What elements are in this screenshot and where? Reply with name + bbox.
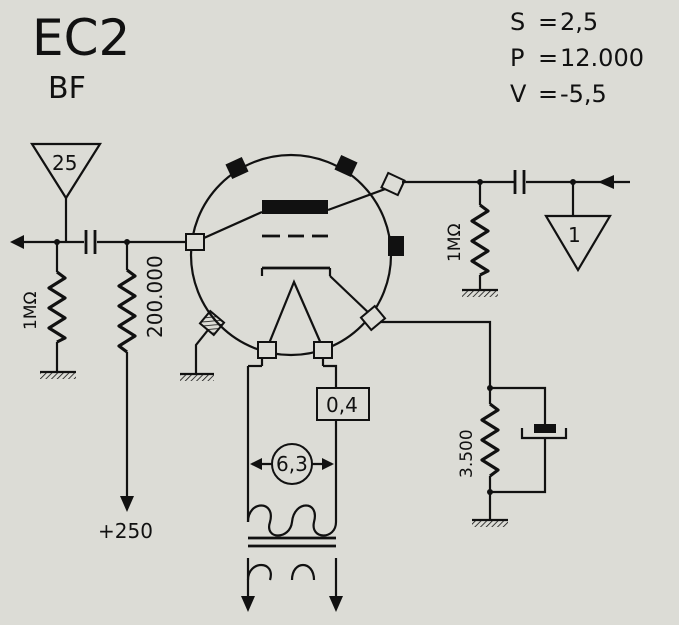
pin-heater-2	[313, 341, 333, 359]
shield-block-side	[388, 236, 404, 256]
tube-pins	[185, 171, 406, 359]
pin-cathode	[359, 304, 387, 332]
ground-icon	[180, 374, 214, 381]
shield-block-right	[334, 154, 358, 178]
param-symbol-v: V	[510, 80, 527, 108]
param-eq-v: =	[538, 80, 558, 108]
plate-resistor-label: 200.000	[143, 255, 167, 338]
heater-filament	[266, 279, 324, 347]
output-line	[402, 170, 630, 194]
heater-arrow-left-icon	[241, 596, 255, 612]
param-value-p: 12.000	[560, 44, 644, 72]
heater-voltage-label: 6,3	[276, 452, 308, 476]
output-resistor-label: 1MΩ	[445, 224, 465, 262]
pin-shield	[198, 309, 226, 337]
ground-icon	[40, 372, 76, 379]
tube-envelope	[189, 153, 404, 357]
grid-resistor-label: 1MΩ	[21, 292, 41, 330]
output-connector-label: 1	[568, 223, 581, 247]
tube-name: EC2	[32, 9, 130, 67]
pin-grid	[185, 233, 205, 251]
grid-resistor: 1MΩ	[21, 242, 76, 379]
output-arrow-icon	[598, 175, 614, 189]
transformer-primary	[246, 504, 338, 537]
cathode-circuit: 3.500	[380, 320, 568, 527]
param-value-v: -5,5	[560, 80, 607, 108]
pin-anode	[380, 171, 406, 197]
param-symbol-p: P	[510, 44, 524, 72]
output-connector: 1	[544, 182, 612, 273]
grid-line	[10, 230, 186, 254]
param-symbol-s: S	[510, 8, 525, 36]
heater-circuit: 0,4 6,3	[241, 358, 370, 612]
param-eq-s: =	[538, 8, 558, 36]
heater-current-box	[316, 387, 370, 421]
anode-plate	[262, 200, 328, 214]
ground-icon	[472, 520, 508, 527]
ground-icon	[462, 290, 498, 297]
supply-voltage-label: +250	[98, 519, 153, 543]
shield-block-left	[225, 156, 249, 180]
shield-ground	[180, 329, 214, 381]
pin-heater-1	[257, 341, 277, 359]
input-connector: 25	[30, 142, 102, 242]
heater-current-label: 0,4	[326, 393, 358, 417]
input-connector-label: 25	[52, 151, 77, 175]
output-resistor: 1MΩ	[445, 182, 498, 297]
input-arrow-icon	[10, 235, 24, 249]
cathode-resistor-label: 3.500	[457, 429, 477, 478]
param-value-s: 2,5	[560, 8, 598, 36]
supply-arrow-icon	[120, 496, 134, 512]
tube-type: BF	[48, 71, 86, 106]
heater-voltage-circle	[271, 443, 313, 485]
transformer-secondary	[246, 563, 316, 581]
cathode-resistor	[480, 402, 500, 478]
parameter-list: S = 2,5 P = 12.000 V = -5,5	[510, 8, 644, 108]
heater-arrow-right-icon	[329, 596, 343, 612]
param-eq-p: =	[538, 44, 558, 72]
plate-resistor: 200.000 +250	[98, 242, 167, 543]
